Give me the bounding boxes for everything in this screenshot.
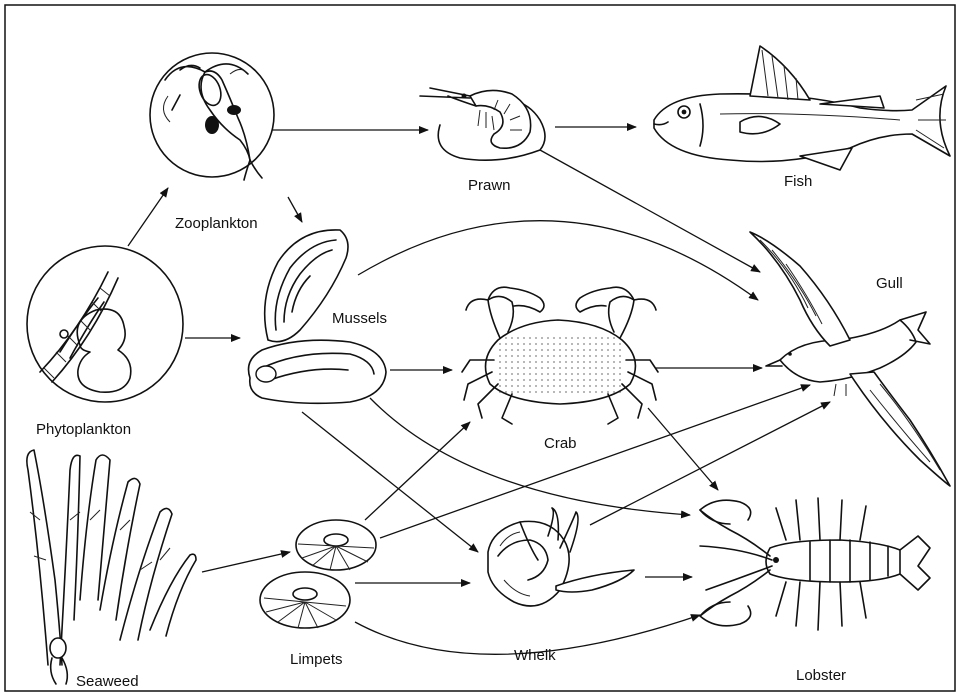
phytoplankton-illustration xyxy=(27,246,183,402)
label-whelk: Whelk xyxy=(514,647,556,664)
lobster-illustration xyxy=(700,498,930,630)
label-crab: Crab xyxy=(544,435,577,452)
label-gull: Gull xyxy=(876,275,903,292)
label-phytoplankton: Phytoplankton xyxy=(36,421,131,438)
arrow-mussels-lobster xyxy=(370,398,690,515)
zooplankton-illustration xyxy=(150,53,274,180)
limpets-illustration xyxy=(260,520,376,628)
arrow-phytoplankton-zooplankton xyxy=(128,188,168,246)
arrow-limpets-gull xyxy=(380,385,810,538)
label-fish: Fish xyxy=(784,173,812,190)
arrow-prawn-gull xyxy=(540,150,760,272)
label-mussels: Mussels xyxy=(332,310,387,327)
arrow-zooplankton-mussels xyxy=(288,197,302,222)
label-zooplankton: Zooplankton xyxy=(175,215,258,232)
seaweed-illustration xyxy=(27,450,196,684)
feeding-arrows xyxy=(128,127,830,654)
whelk-illustration xyxy=(488,508,634,606)
label-seaweed: Seaweed xyxy=(76,673,139,690)
prawn-illustration xyxy=(420,88,545,160)
fish-illustration xyxy=(654,46,950,170)
arrow-seaweed-limpets xyxy=(202,552,290,572)
crab-illustration xyxy=(462,287,658,424)
label-prawn: Prawn xyxy=(468,177,511,194)
arrow-mussels-gull xyxy=(358,221,758,300)
label-lobster: Lobster xyxy=(796,667,846,684)
gull-illustration xyxy=(750,232,950,486)
label-limpets: Limpets xyxy=(290,651,343,668)
